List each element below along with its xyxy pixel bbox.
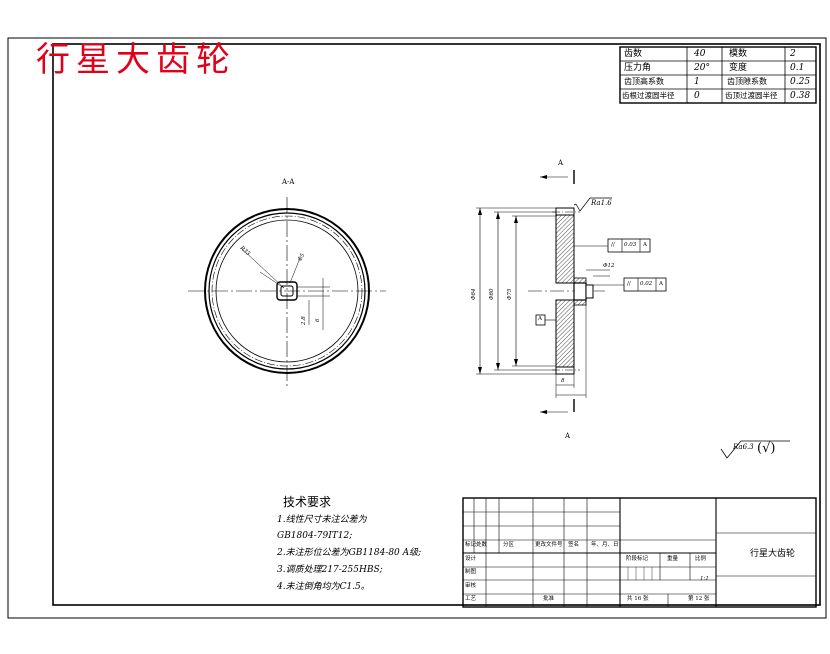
cut-label-top: A (558, 159, 564, 167)
dim-pitch: Φ80 (489, 288, 495, 300)
param-value: 40 (694, 49, 706, 59)
outer-frame (7, 37, 827, 619)
tb-sign-label: 处数 (476, 542, 488, 548)
front-view (188, 197, 386, 386)
tol-1-datum: A (643, 242, 647, 248)
datum-label: A (538, 316, 542, 322)
inner-frame (52, 43, 821, 606)
tb-part-name: 行星大齿轮 (750, 549, 796, 559)
dim-outer: Φ84 (471, 288, 477, 300)
roughness-other: (√) (757, 441, 776, 456)
tol-1-value: 0.03 (624, 242, 637, 248)
param-value: 0 (694, 91, 700, 101)
tb-check: 审核 (465, 583, 477, 589)
tb-weight: 重量 (667, 556, 679, 562)
tb-sheet-number: 第 12 张 (688, 596, 710, 602)
param-value: 0.38 (790, 91, 811, 101)
param-label: 模数 (729, 49, 748, 59)
param-label: 齿顶过渡圆半径 (725, 91, 778, 100)
tb-sign-label: 年、月、日 (591, 542, 619, 548)
param-label: 变度 (729, 63, 748, 73)
param-value: 0.25 (790, 77, 811, 87)
section-label: A-A (282, 178, 295, 186)
param-table (619, 46, 817, 104)
tb-sign-label: 签名 (568, 542, 580, 548)
tol-1-symbol: // (611, 242, 615, 248)
dim-key-a: 6 (315, 318, 321, 323)
param-value: 1 (694, 77, 700, 87)
tb-design: 设计 (465, 556, 477, 562)
tb-scale-value: 1:1 (700, 576, 709, 582)
param-value: 0.1 (790, 63, 805, 73)
dim-root: Φ75 (507, 288, 513, 300)
dim-key-b: 2.8 (301, 316, 307, 325)
tech-item: 3.调质处理217-255HBS; (277, 565, 383, 575)
tb-sign-label: 标记 (465, 542, 477, 548)
roughness-general: Ra6.3 (733, 443, 754, 451)
tb-craft: 工艺 (465, 596, 477, 602)
tech-item: 1.线性尺寸未注公差为 (277, 515, 367, 525)
tb-sign-label: 分区 (503, 542, 515, 548)
tb-total-sheets: 共 16 张 (627, 596, 649, 602)
tb-draw: 制图 (465, 569, 477, 575)
param-label: 压力角 (624, 63, 652, 73)
dim-hub: Φ12 (603, 263, 615, 269)
tol-2-datum: A (659, 281, 663, 287)
tech-item: 2.未注形位公差为GB1184-80 A级; (277, 548, 422, 558)
param-value: 20° (694, 63, 710, 73)
general-roughness (720, 440, 790, 459)
title-block-grid (462, 497, 817, 608)
tol-2-value: 0.02 (640, 281, 653, 287)
section-view (476, 170, 667, 414)
param-value: 2 (790, 49, 796, 59)
tech-item: 4.未注倒角均为C1.5。 (277, 582, 370, 592)
tol-2-symbol: // (627, 281, 631, 287)
dim-face: 8 (561, 378, 565, 384)
param-label: 齿数 (624, 49, 643, 59)
cut-label-bottom: A (565, 432, 571, 440)
param-label: 齿根过渡圆半径 (622, 91, 675, 100)
tb-sign-label: 更改文件号 (535, 542, 563, 548)
tb-stage: 阶段标记 (626, 556, 649, 562)
tech-item: GB1804-79IT12; (277, 531, 353, 541)
drawing-title: 行星大齿轮 (36, 40, 236, 80)
param-label: 齿顶隙系数 (727, 77, 767, 86)
param-label: 齿顶高系数 (624, 77, 664, 86)
tb-scale: 比例 (695, 556, 707, 562)
tb-approve: 批准 (543, 596, 555, 602)
roughness-face: Ra1.6 (591, 199, 612, 207)
tech-heading: 技术要求 (283, 495, 332, 509)
